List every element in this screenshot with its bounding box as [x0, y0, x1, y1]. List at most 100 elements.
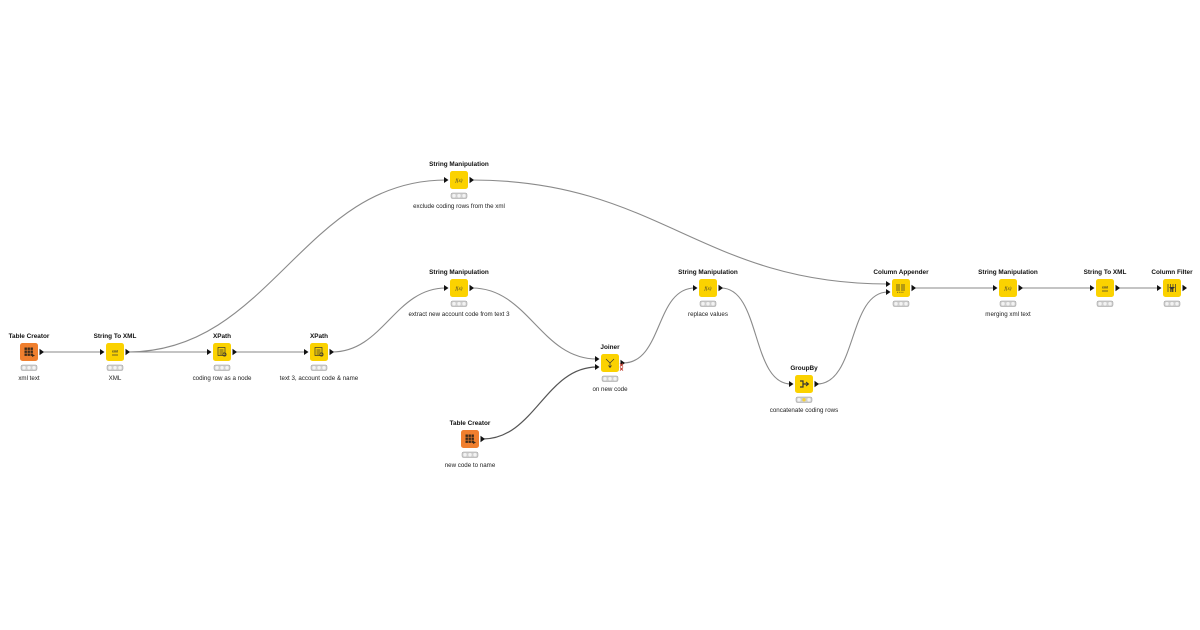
status-light	[32, 366, 36, 370]
node-n8[interactable]: Table Creator new code to name	[445, 420, 496, 469]
node-n12[interactable]: String Manipulation f(x) merging xml text	[978, 269, 1038, 318]
status-light	[608, 377, 612, 381]
status-light	[603, 377, 607, 381]
output-port[interactable]	[469, 284, 475, 292]
status-light	[27, 366, 31, 370]
output-port[interactable]	[469, 176, 475, 184]
node-body[interactable]	[450, 279, 468, 297]
node-body[interactable]	[1096, 279, 1114, 297]
connection-n10-n11[interactable]	[816, 291, 889, 385]
status-light	[220, 366, 224, 370]
node-label: new code to name	[445, 462, 496, 469]
node-n14[interactable]: Column Filter	[1151, 269, 1193, 307]
input-port[interactable]	[595, 364, 600, 370]
node-n13[interactable]: String To XML xml	[1084, 269, 1127, 307]
xml-icon: xml	[1102, 286, 1108, 292]
node-body[interactable]	[699, 279, 717, 297]
input-port[interactable]	[595, 356, 600, 362]
status-light	[322, 366, 326, 370]
status-light	[613, 377, 617, 381]
status-light	[1098, 302, 1102, 306]
column-filter-icon	[1167, 284, 1176, 292]
node-body[interactable]	[892, 279, 910, 297]
input-port[interactable]	[1090, 285, 1095, 291]
input-port[interactable]	[789, 381, 794, 387]
node-label: replace values	[688, 311, 728, 318]
status-light	[462, 194, 466, 198]
output-port[interactable]	[329, 348, 335, 356]
status-light	[113, 366, 117, 370]
status-light	[457, 194, 461, 198]
input-port[interactable]	[304, 349, 309, 355]
svg-text:f(x): f(x)	[456, 179, 463, 184]
status-light	[802, 398, 806, 402]
svg-text:xml: xml	[1102, 286, 1108, 290]
output-port[interactable]	[1182, 284, 1188, 292]
fx-icon: f(x)	[1005, 287, 1012, 292]
node-label: merging xml text	[985, 311, 1031, 318]
node-n11[interactable]: Column Appender	[873, 269, 929, 307]
node-label: concatenate coding rows	[770, 407, 838, 414]
node-title: Column Appender	[873, 269, 929, 276]
connection-n5-n11[interactable]	[471, 179, 889, 285]
input-port[interactable]	[207, 349, 212, 355]
output-port[interactable]	[1018, 284, 1024, 292]
warning-port-icon	[619, 367, 624, 371]
connection-n9-n10[interactable]	[720, 287, 792, 385]
connection-n4-n6[interactable]	[331, 287, 447, 353]
input-port[interactable]	[1157, 285, 1162, 291]
fx-icon: f(x)	[456, 179, 463, 184]
output-port[interactable]	[480, 435, 486, 443]
node-body[interactable]	[106, 343, 124, 361]
node-title: XPath	[310, 333, 328, 340]
status-light	[312, 366, 316, 370]
connection-n2-n5[interactable]	[127, 179, 447, 353]
status-light	[457, 302, 461, 306]
output-port[interactable]	[232, 348, 238, 356]
input-port[interactable]	[444, 177, 449, 183]
status-light	[1108, 302, 1112, 306]
status-light	[904, 302, 908, 306]
input-port[interactable]	[886, 289, 891, 295]
connection-n8-n7[interactable]	[482, 366, 598, 440]
status-light	[468, 453, 472, 457]
output-port[interactable]	[718, 284, 724, 292]
output-port[interactable]	[125, 348, 131, 356]
input-port[interactable]	[693, 285, 698, 291]
node-label: XML	[109, 375, 122, 382]
status-light	[894, 302, 898, 306]
output-port[interactable]	[1115, 284, 1121, 292]
node-title: String Manipulation	[978, 269, 1038, 276]
output-port[interactable]	[39, 348, 45, 356]
column-append-icon	[896, 284, 905, 293]
input-port[interactable]	[100, 349, 105, 355]
node-label: extract new account code from text 3	[408, 311, 510, 318]
status-light	[108, 366, 112, 370]
output-port[interactable]	[911, 284, 917, 292]
status-light	[1011, 302, 1015, 306]
connection-n6-n7[interactable]	[471, 287, 598, 360]
node-title: Joiner	[600, 344, 620, 351]
node-title: String To XML	[1084, 269, 1127, 276]
fx-icon: f(x)	[705, 287, 712, 292]
node-body[interactable]	[450, 171, 468, 189]
input-port[interactable]	[886, 281, 891, 287]
output-port[interactable]	[814, 380, 820, 388]
node-title: Table Creator	[450, 420, 491, 427]
input-port[interactable]	[993, 285, 998, 291]
node-body[interactable]	[999, 279, 1017, 297]
connection-n7-n9[interactable]	[622, 287, 696, 364]
input-port[interactable]	[444, 285, 449, 291]
svg-text:f(x): f(x)	[705, 287, 712, 292]
